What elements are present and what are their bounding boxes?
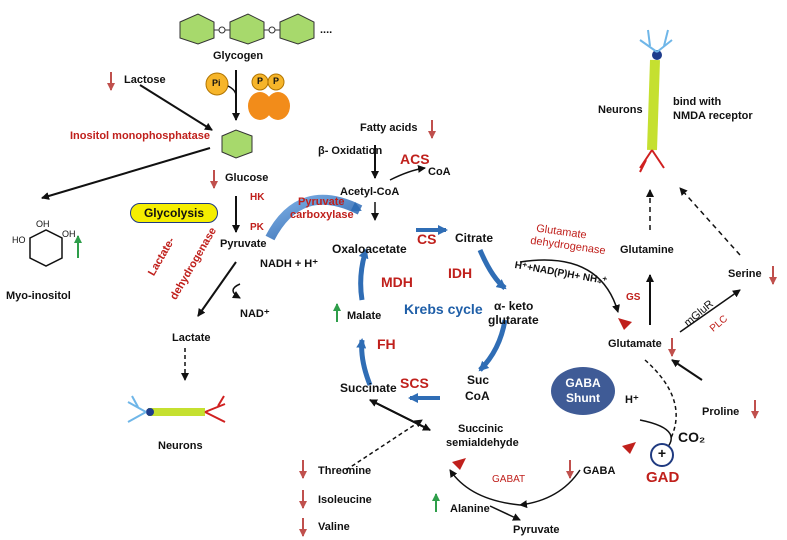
gs-label: GS <box>626 292 641 303</box>
neuron-left-graphic <box>127 395 226 423</box>
gad-circle <box>650 443 674 467</box>
fh-label: FH <box>377 336 396 352</box>
lactose-label: Lactose <box>124 74 166 86</box>
lactate-label: Lactate <box>172 332 211 344</box>
pyruvate-label: Pyruvate <box>220 238 267 250</box>
phosphate-label-2: P <box>273 76 280 86</box>
enzyme-blob-2 <box>266 92 290 120</box>
beta-oxidation-label: β- Oxidation <box>318 145 383 157</box>
gad-plus-label: + <box>657 445 667 461</box>
myo-inositol-ring <box>29 229 63 267</box>
alpha-keto-label-1: α- keto <box>494 299 534 313</box>
oh-label-2: OH <box>62 229 76 239</box>
alpha-keto-label-2: glutarate <box>488 313 539 327</box>
glycolysis-badge: Glycolysis <box>130 203 218 223</box>
nad-label: NAD⁺ <box>240 308 270 320</box>
gad-label: GAD <box>646 469 680 486</box>
pk-label: PK <box>250 222 264 233</box>
phosphate-circle-2 <box>267 73 285 91</box>
citrate-label: Citrate <box>455 231 494 245</box>
oxaloacetate-label: Oxaloacetate <box>332 242 407 256</box>
glutamine-label: Glutamine <box>620 244 674 256</box>
isoleucine-label: Isoleucine <box>318 494 372 506</box>
gaba-shunt-ellipse <box>551 367 615 415</box>
change-indicators <box>74 72 777 537</box>
co2-label: CO₂ <box>678 429 706 445</box>
gad-marker <box>622 442 636 454</box>
h-plus-label: H⁺ <box>625 394 639 406</box>
glycogen-label: Glycogen <box>213 50 264 62</box>
nmda-label-2: NMDA receptor <box>673 110 753 122</box>
nmda-label-1: bind with <box>673 96 722 108</box>
alanine-label: Alanine <box>450 503 490 515</box>
acetyl-coa-label: Acetyl-CoA <box>340 186 400 198</box>
idh-label: IDH <box>448 265 473 281</box>
mdh-label: MDH <box>381 274 413 290</box>
succinic-semialdehyde-label-2: semialdehyde <box>446 437 519 449</box>
neuron-right-graphic <box>639 29 673 173</box>
scs-label: SCS <box>400 375 429 391</box>
pi-label: Pi <box>212 78 221 88</box>
enzyme-blob-1 <box>248 92 272 120</box>
glycogen-chain <box>179 13 315 45</box>
malate-label: Malate <box>347 310 382 322</box>
oh-label-1: OH <box>36 219 50 229</box>
neurons-right-label: Neurons <box>598 104 643 116</box>
neurons-left-label: Neurons <box>158 440 203 452</box>
gabat-marker <box>452 458 466 470</box>
coa-label: CoA <box>428 166 451 178</box>
dots-label: .... <box>320 24 333 36</box>
glucose-label: Glucose <box>225 172 269 184</box>
suc-coa-label-2: CoA <box>465 389 490 403</box>
glutamate-label: Glutamate <box>608 338 662 350</box>
pi-circle <box>205 72 229 96</box>
hk-label: HK <box>250 192 265 203</box>
gabat-label: GABAT <box>492 474 526 485</box>
gdh-marker <box>618 318 632 330</box>
inositol-monophosphatase-label: Inositol monophosphatase <box>70 130 210 142</box>
gaba-shunt-label-1: GABA <box>565 376 601 390</box>
threonine-label: Threonine <box>318 465 372 477</box>
phosphate-label-1: P <box>257 76 264 86</box>
acs-label: ACS <box>400 151 430 167</box>
suc-coa-label-1: Suc <box>467 373 490 387</box>
gaba-label: GABA <box>583 465 616 477</box>
nadh-label: NADH + H⁺ <box>260 258 319 270</box>
cs-label: CS <box>417 231 437 247</box>
pyruvate-carboxylase-label-2: carboxylase <box>290 209 354 221</box>
myo-inositol-label: Myo-inositol <box>6 290 71 302</box>
pyruvate-carboxylase-label-1: Pyruvate <box>298 196 345 208</box>
succinic-semialdehyde-label-1: Succinic <box>458 423 504 435</box>
krebs-cycle-label: Krebs cycle <box>404 301 483 317</box>
succinate-label: Succinate <box>340 381 397 395</box>
valine-label: Valine <box>318 521 350 533</box>
glucose-ring <box>221 129 253 159</box>
proline-label: Proline <box>702 406 740 418</box>
fatty-acids-label: Fatty acids <box>360 122 418 134</box>
serine-label: Serine <box>728 268 762 280</box>
pyruvate-bottom-label: Pyruvate <box>513 524 560 536</box>
ho-label: HO <box>12 235 26 245</box>
gaba-shunt-label-2: Shunt <box>566 391 600 405</box>
